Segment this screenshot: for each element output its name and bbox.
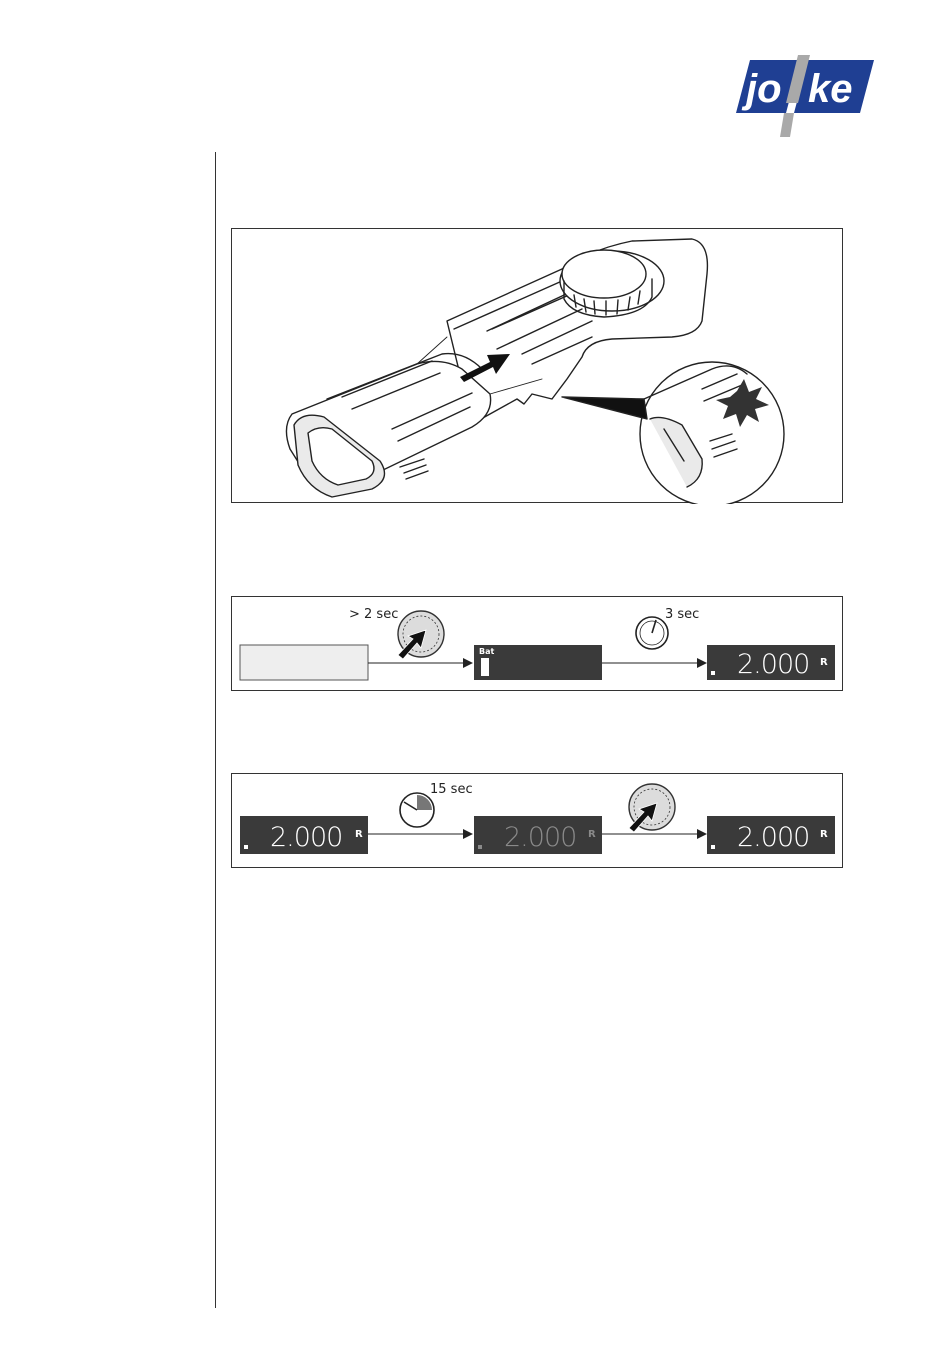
blank-display bbox=[240, 645, 368, 680]
bat-label: Bat bbox=[479, 647, 494, 656]
readout-unit: R bbox=[820, 657, 828, 668]
idle-duration-label: 15 sec bbox=[430, 782, 473, 797]
press-knob-icon bbox=[629, 784, 675, 832]
brand-logo: jo ke bbox=[736, 55, 876, 139]
readout-value-active: 2.000 bbox=[270, 822, 342, 853]
timer-3sec-icon bbox=[636, 617, 668, 649]
battery-illustration bbox=[232, 229, 844, 504]
battery-insertion-figure bbox=[231, 228, 843, 503]
readout-unit-restored: R bbox=[820, 829, 828, 840]
readout-unit-active: R bbox=[355, 829, 363, 840]
readout-value: 2.000 bbox=[737, 649, 809, 680]
press-knob-icon bbox=[398, 611, 444, 659]
timer-15sec-icon bbox=[400, 793, 434, 827]
readout-unit-dimmed: R bbox=[588, 829, 596, 840]
decimal-indicator bbox=[711, 671, 715, 675]
logo-text-right: ke bbox=[808, 67, 853, 111]
wait-duration-label: 3 sec bbox=[665, 607, 699, 622]
readout-value-dimmed: 2.000 bbox=[504, 822, 576, 853]
power-on-sequence-figure: > 2 sec Bat 3 sec 2.000 R bbox=[231, 596, 843, 691]
readout-value-restored: 2.000 bbox=[737, 822, 809, 853]
logo-text-left: jo bbox=[741, 67, 782, 111]
battery-level-bar bbox=[481, 658, 489, 676]
margin-rule bbox=[215, 152, 216, 1308]
dimming-sequence-figure: 2.000 R 15 sec 2.000 R 2.000 R bbox=[231, 773, 843, 868]
hold-duration-label: > 2 sec bbox=[349, 607, 398, 622]
